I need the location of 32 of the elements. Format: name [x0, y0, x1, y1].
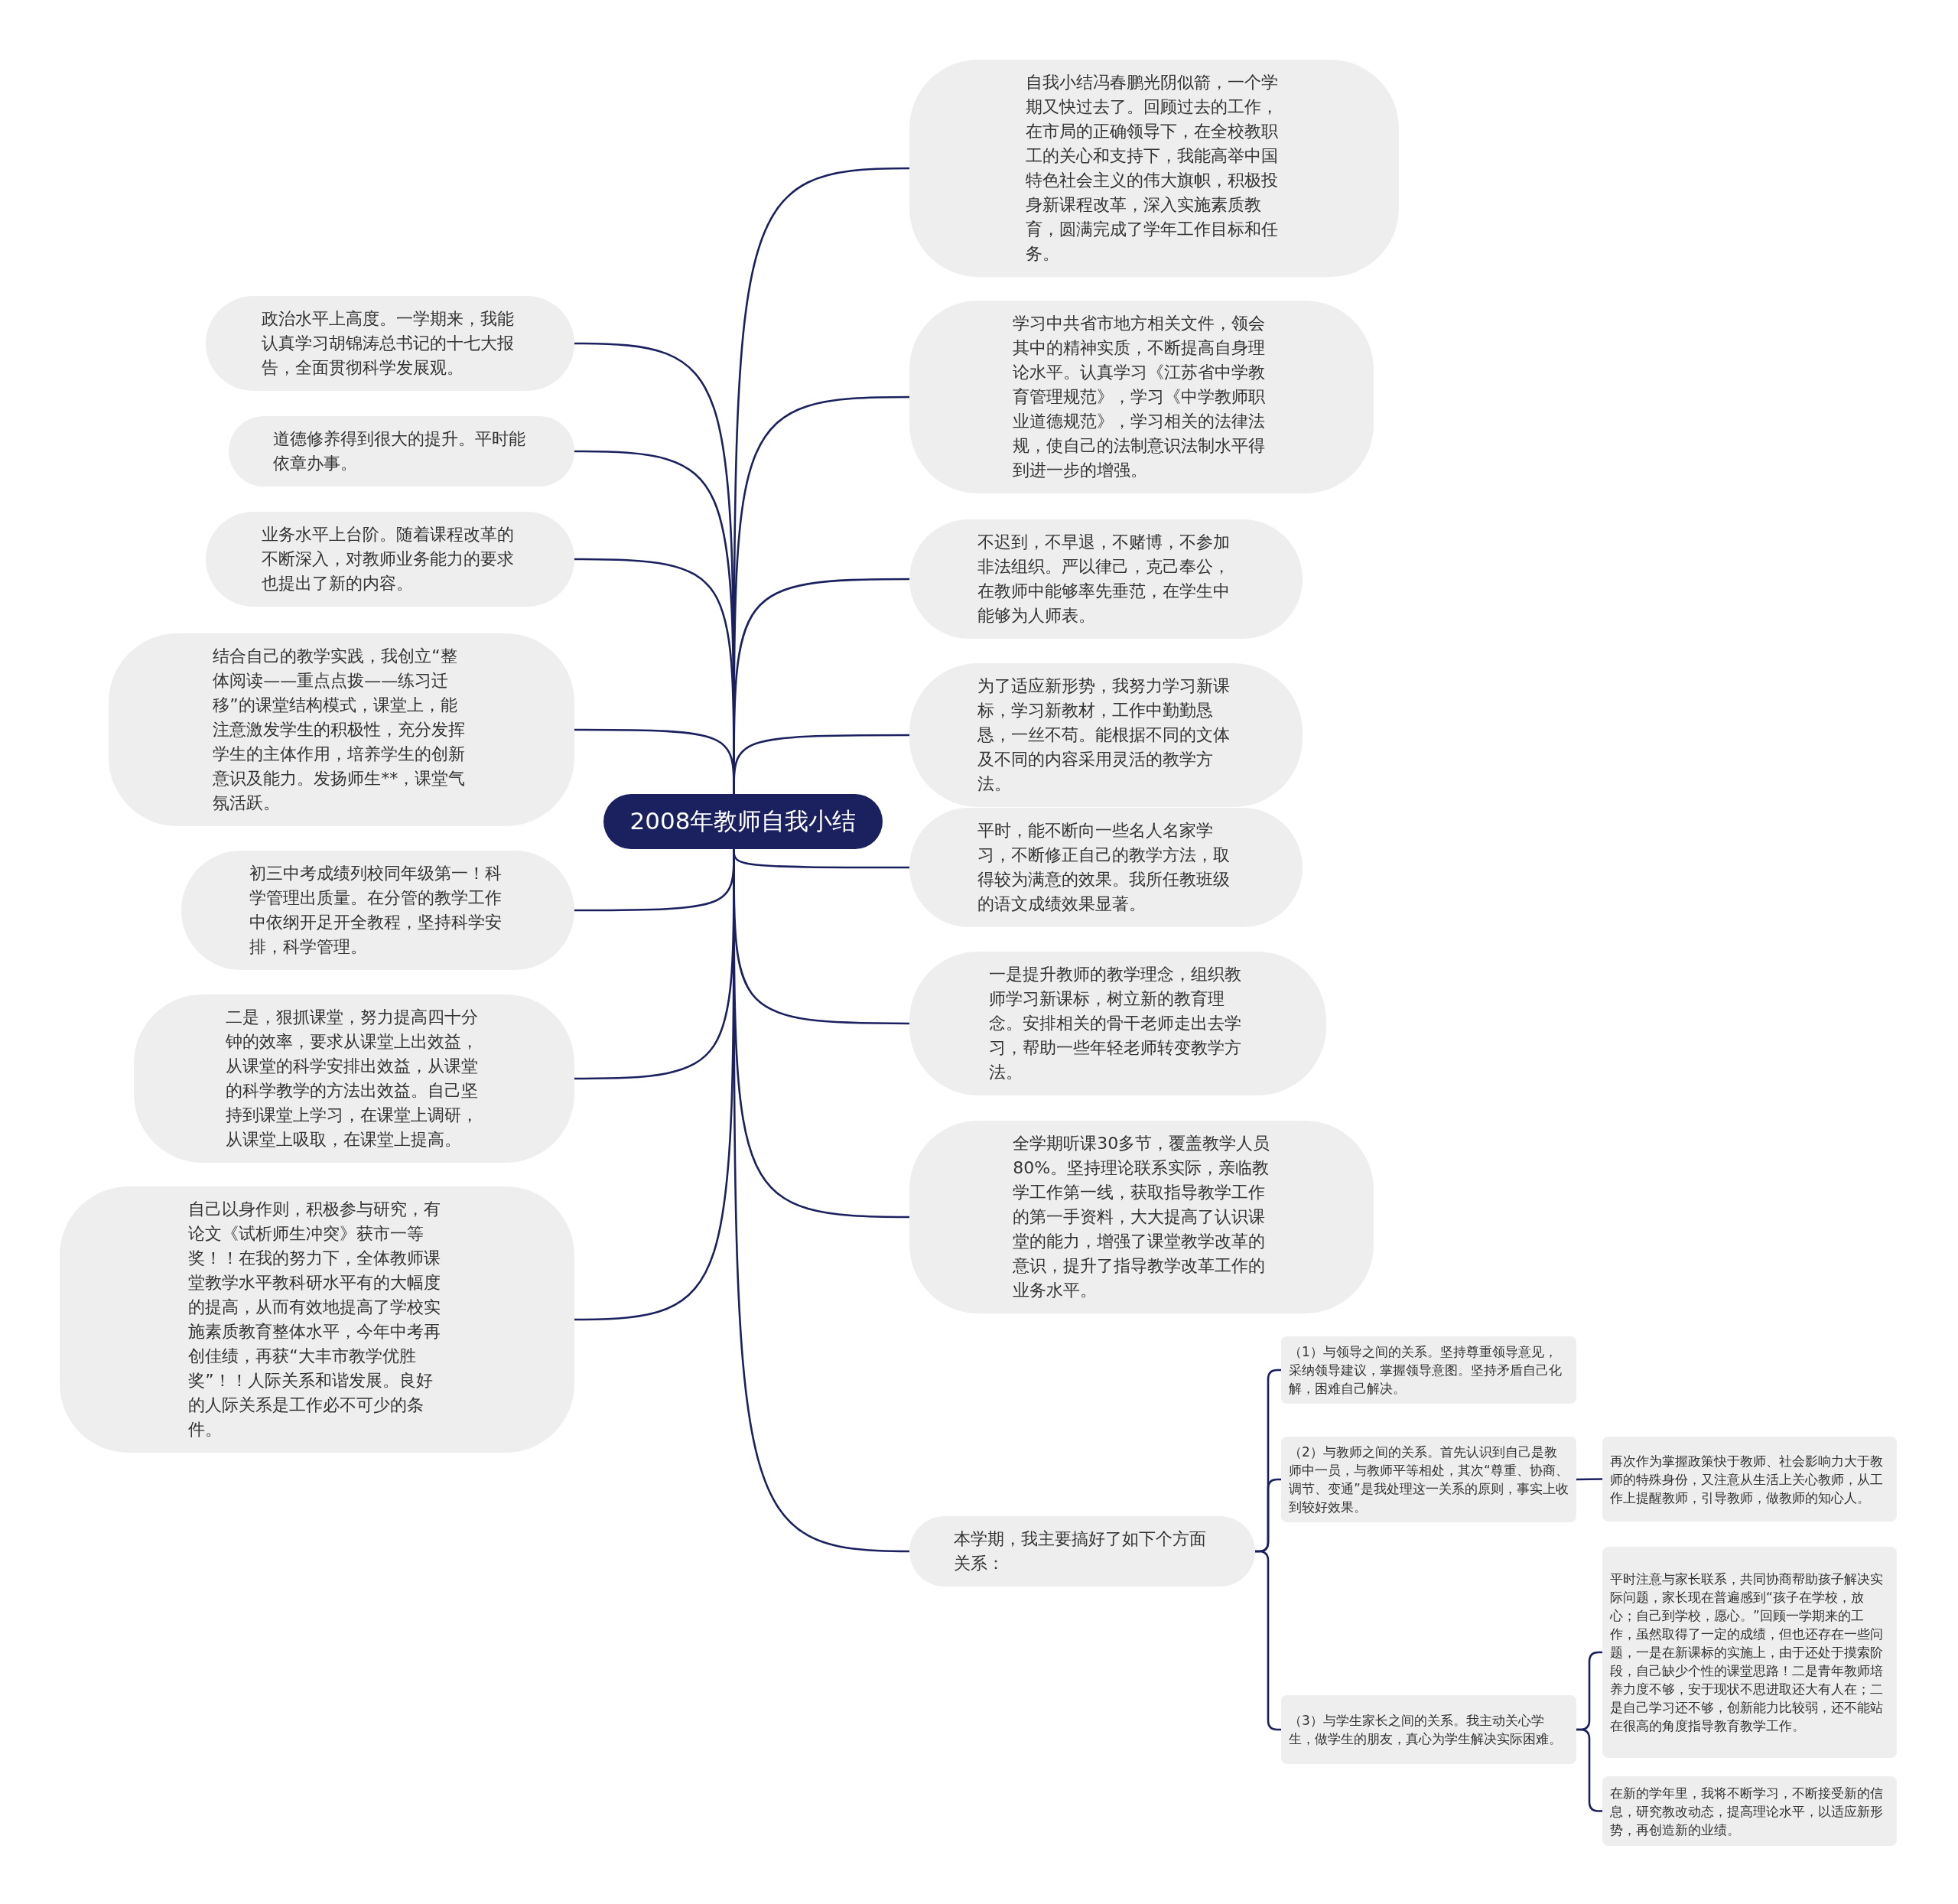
node-text: 学习中共省市地方相关文件，领会其中的精神实质，不断提高自身理论水平。认真学习《江苏省中学教育管理规范》，学习《中学教师职业道德规范》，学习相关的法律法规，使自己的法制意识法制水平得到进一步的增强。	[1013, 313, 1267, 481]
node-text: 政治水平上高度。一学期来，我能认真学习胡锦涛总书记的十七大报告，全面贯彻科学发展观。	[261, 308, 515, 379]
node-text: 再次作为掌握政策快于教师、社会影响力大于教师的特殊身份，又注意从生活上关心教师，从工作上提醒教师，引导教师，做教师的知心人。	[1610, 1452, 1884, 1507]
node-text: 自我小结冯春鹏光阴似箭，一个学期又快过去了。回顾过去的工作，在市局的正确领导下，在全校教职工的关心和支持下，我能高举中国特色社会主义的伟大旗帜，积极投身新课程改革，深入实施素质教育，圆满完成了学年工作目标和任务。	[1025, 72, 1279, 265]
node-text: 全学期听课30多节，覆盖教学人员80%。坚持理论联系实际，亲临教学工作第一线，获取指导教学工作的第一手资料，大大提高了认识课堂的能力，增强了课堂教学改革的意识，提升了指导教学改革工作的业务水平。	[1013, 1133, 1270, 1301]
node-text: 平时，能不断向一些名人名家学习，不断修正自己的教学方法，取得较为满意的效果。我所任教班级的语文成绩效果显著。	[977, 820, 1231, 915]
subtopic-card	[1602, 1776, 1897, 1846]
node-text: 本学期，我主要搞好了如下个方面关系：	[953, 1528, 1207, 1574]
subtopic-card	[1281, 1695, 1576, 1764]
node-text: 在新的学年里，我将不断学习，不断接受新的信息，研究教改动态，提高理论水平，以适应新形势，再创造新的业绩。	[1610, 1784, 1884, 1839]
topic-bubble	[909, 60, 1399, 277]
subtopic-card	[1281, 1437, 1576, 1522]
node-text: 二是，狠抓课堂，努力提高四十分钟的效率，要求从课堂上出效益，从课堂的科学安排出效益，从课堂的科学教学的方法出效益。自己坚持到课堂上学习，在课堂上调研，从课堂上吸取，在课堂上提高。	[225, 1007, 479, 1151]
subtopic-card	[1602, 1437, 1897, 1522]
node-text: 初三中考成绩列校同年级第一！科学管理出质量。在分管的教学工作中依纲开足开全教程，坚持科学安排，科学管理。	[249, 863, 503, 958]
subtopic-card	[1281, 1336, 1576, 1404]
title-text: 2008年教师自我小结	[629, 806, 857, 836]
node-text: 道德修养得到很大的提升。平时能依章办事。	[272, 428, 526, 474]
connector-line	[733, 734, 909, 794]
node-text: （1）与领导之间的关系。坚持尊重领导意见，采纳领导建议，掌握领导意图。坚持矛盾自己化解，困难自己解决。	[1289, 1343, 1563, 1398]
topic-bubble	[60, 1186, 574, 1453]
node-text: 一是提升教师的教学理念，组织教师学习新课标，树立新的教育理念。安排相关的骨干老师走出去学习，帮助一些年轻老师转变教学方法。	[989, 964, 1243, 1083]
node-text: 结合自己的教学实践，我创立“整体阅读——重点点拨——练习迁移”的课堂结构模式，课堂上，能注意激发学生的积极性，充分发挥学生的主体作用，培养学生的创新意识及能力。发扬师生**，课堂气氛活跃。	[213, 646, 467, 814]
node-text: 业务水平上台阶。随着课程改革的不断深入，对教师业务能力的要求也提出了新的内容。	[261, 524, 515, 594]
node-text: 自己以身作则，积极参与研究，有论文《试析师生冲突》获市一等奖！！在我的努力下，全体教师课堂教学水平教科研水平有的大幅度的提高，从而有效地提高了学校实施素质教育整体水平，今年中考再创佳绩，再获“大丰市教学优胜奖”！！人际关系和谐发展。良好的人际关系是工作必不可少的条件。	[188, 1199, 442, 1440]
node-text: 不迟到，不早退，不赌博，不参加非法组织。严以律己，克己奉公，在教师中能够率先垂范，在学生中能够为人师表。	[977, 532, 1231, 627]
node-text: 平时注意与家长联系，共同协商帮助孩子解决实际问题，家长现在普遍感到“孩子在学校，放心；自己到学校，愿心。”回顾一学期来的工作，虽然取得了一定的成绩，但也还存在一些问题，一是在新课标的实施上，由于还处于摸索阶段，自己缺少个性的课堂思路！二是青年教师培养力度不够，安于现状不思进取还大有人在；二是自己学习还不够，创新能力比较弱，还不能站在很高的角度指导教育教学工作。	[1610, 1570, 1884, 1735]
node-text: （2）与教师之间的关系。首先认识到自己是教师中一员，与教师平等相处，其次“尊重、协商、调节、变通”是我处理这一关系的原则，事实上收到较好效果。	[1289, 1443, 1569, 1516]
node-text: （3）与学生家长之间的关系。我主动关心学生，做学生的朋友，真心为学生解决实际困难。	[1289, 1712, 1563, 1748]
subtopic-card	[1602, 1547, 1897, 1758]
connector-line	[1576, 1478, 1602, 1481]
node-text: 为了适应新形势，我努力学习新课标，学习新教材，工作中勤勤恳恳，一丝不苟。能根据不同的文体及不同的内容采用灵活的教学方法。	[977, 675, 1231, 795]
